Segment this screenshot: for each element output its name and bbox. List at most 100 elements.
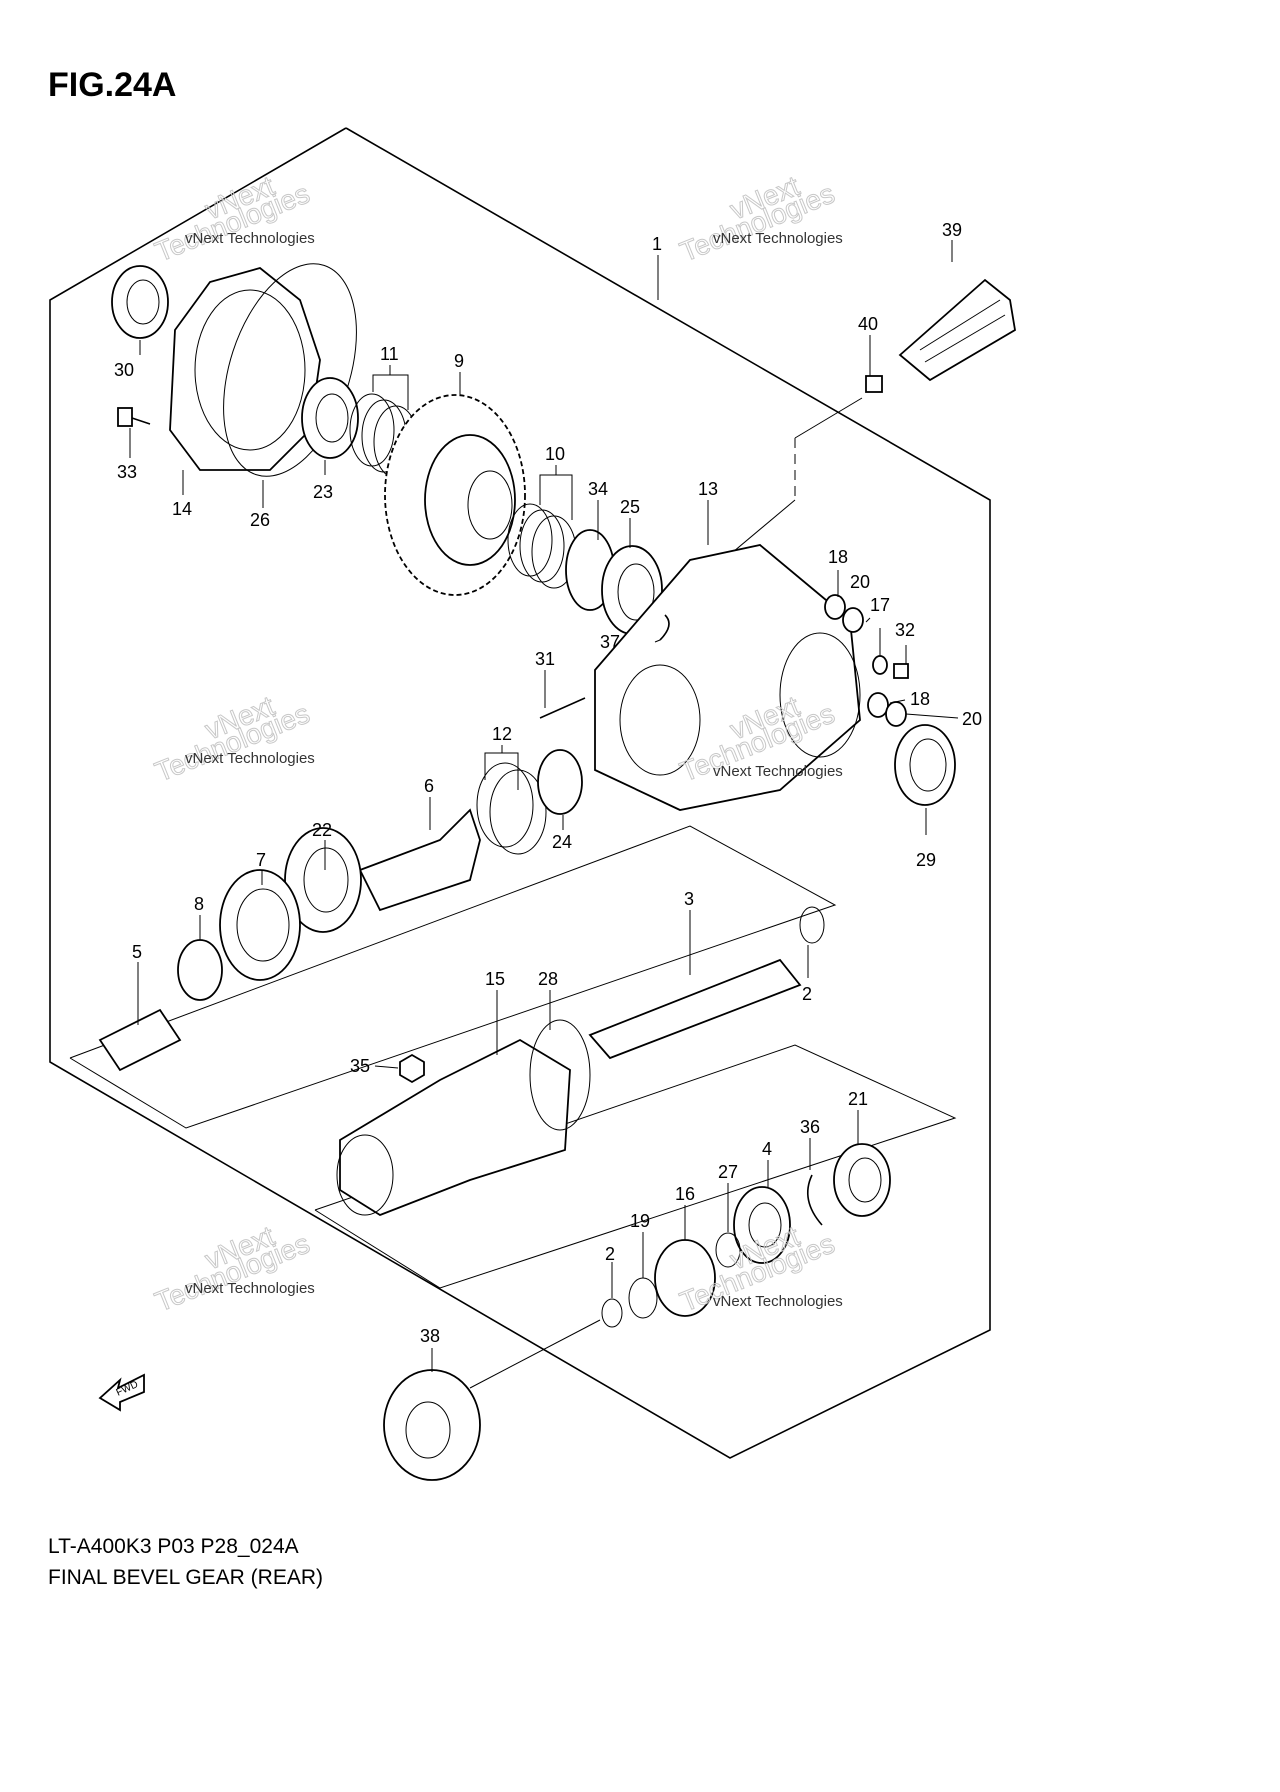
part-5-sleeve <box>98 1008 182 1072</box>
callout-9: 9 <box>454 351 464 371</box>
part-3-propeller-shaft <box>588 958 802 1060</box>
callout-36: 36 <box>800 1117 820 1137</box>
part-20-plug-lower <box>885 701 907 727</box>
part-33-bolt <box>117 407 151 427</box>
callout-20-upper: 20 <box>850 572 870 592</box>
part-21-bearing <box>833 1143 891 1217</box>
part-6-drive-pinion <box>358 808 481 912</box>
part-14-gear-case-cover <box>169 267 321 471</box>
part-18-washer-lower <box>867 692 889 718</box>
svg-text:vNext Technologies: vNext Technologies <box>185 1280 315 1297</box>
part-13-gear-case <box>594 544 861 811</box>
callout-26: 26 <box>250 510 270 530</box>
part-20-plug-upper <box>842 607 864 633</box>
part-39-boot <box>898 278 1016 382</box>
callout-10: 10 <box>545 444 565 464</box>
callout-31: 31 <box>535 649 555 669</box>
part-37-breather <box>659 614 670 641</box>
model-code: LT-A400K3 P03 P28_024A <box>48 1535 299 1558</box>
part-8-spacer <box>177 939 223 1001</box>
part-2-circlip-lower <box>601 1298 623 1328</box>
callout-38: 38 <box>420 1326 440 1346</box>
part-35-nut <box>399 1053 425 1084</box>
part-28-gasket <box>529 1019 591 1131</box>
part-15-propeller-shaft-housing <box>336 1038 571 1217</box>
svg-text:vNext Technologies: vNext Technologies <box>713 230 843 247</box>
part-2-circlip-upper <box>799 906 825 944</box>
callout-29: 29 <box>916 850 936 870</box>
callout-2-upper: 2 <box>802 984 812 1004</box>
callout-20-lower: 20 <box>962 709 982 729</box>
callout-13: 13 <box>698 479 718 499</box>
callout-35: 35 <box>350 1056 370 1076</box>
part-29-oil-seal <box>894 724 956 806</box>
callout-28: 28 <box>538 969 558 989</box>
callout-18-lower: 18 <box>910 689 930 709</box>
callout-17: 17 <box>870 595 890 615</box>
part-22-bearing <box>284 827 362 933</box>
callout-15: 15 <box>485 969 505 989</box>
watermark-5: vNext Technologies vNext Technologies <box>150 1219 315 1318</box>
svg-text:vNext Technologies: vNext Technologies <box>185 230 315 247</box>
callout-34: 34 <box>588 479 608 499</box>
callout-22: 22 <box>312 820 332 840</box>
callout-39: 39 <box>942 220 962 240</box>
callout-21: 21 <box>848 1089 868 1109</box>
axis-line-4 <box>469 1319 601 1389</box>
callout-2-lower: 2 <box>605 1244 615 1264</box>
watermark-1: vNext Technologies vNext Technologies <box>150 169 315 268</box>
section-name: FINAL BEVEL GEAR (REAR) <box>48 1566 324 1589</box>
svg-text:vNext Technologies: vNext Technologies <box>185 750 315 767</box>
watermark-3: vNext Technologies vNext Technologies <box>150 689 315 788</box>
callout-3: 3 <box>684 889 694 909</box>
callout-32: 32 <box>895 620 915 640</box>
callout-14: 14 <box>172 499 192 519</box>
part-32-plug <box>893 663 909 679</box>
callout-40: 40 <box>858 314 878 334</box>
outer-frame <box>49 127 991 1459</box>
callout-37: 37 <box>600 632 620 652</box>
shaft-subframe <box>69 825 837 1129</box>
callout-6: 6 <box>424 776 434 796</box>
callout-23: 23 <box>313 482 333 502</box>
part-36-circlip <box>806 1174 823 1226</box>
callout-27: 27 <box>718 1162 738 1182</box>
callout-1: 1 <box>652 234 662 254</box>
callout-33: 33 <box>117 462 137 482</box>
callout-7: 7 <box>256 850 266 870</box>
part-27-o-ring <box>715 1232 741 1268</box>
part-40-clamp <box>865 375 883 393</box>
axis-line-1 <box>794 397 863 439</box>
callout-4: 4 <box>762 1139 772 1159</box>
part-4-oil-seal <box>733 1186 791 1264</box>
watermark-2: vNext Technologies vNext Technologies <box>675 169 843 268</box>
callout-30: 30 <box>114 360 134 380</box>
callout-11: 11 <box>380 344 399 364</box>
part-12-shims <box>476 762 547 855</box>
callout-12: 12 <box>492 724 512 744</box>
callout-24: 24 <box>552 832 572 852</box>
housing-subframe <box>314 1044 957 1289</box>
part-31-stud <box>539 697 586 719</box>
part-24-needle-bearing <box>537 749 583 815</box>
figure-title: FIG.24A <box>48 66 177 104</box>
callout-16: 16 <box>675 1184 695 1204</box>
callout-5: 5 <box>132 942 142 962</box>
callout-8: 8 <box>194 894 204 914</box>
part-17-washer <box>872 655 888 675</box>
part-9-bevel-gear <box>384 394 526 596</box>
part-30-oil-seal <box>111 265 169 339</box>
callout-18-upper: 18 <box>828 547 848 567</box>
part-7-bearing <box>219 869 301 981</box>
part-19-washer <box>628 1277 658 1319</box>
part-23-bearing <box>301 377 359 459</box>
fwd-arrow-icon: FWD <box>98 1373 145 1412</box>
part-38-boot <box>383 1369 481 1481</box>
callout-25: 25 <box>620 497 640 517</box>
svg-text:vNext Technologies: vNext Technologies <box>713 1293 843 1310</box>
svg-text:vNext Technologies: vNext Technologies <box>713 763 843 780</box>
callout-19: 19 <box>630 1211 650 1231</box>
callout-leaders <box>129 240 959 1372</box>
part-18-washer-upper <box>824 594 846 620</box>
